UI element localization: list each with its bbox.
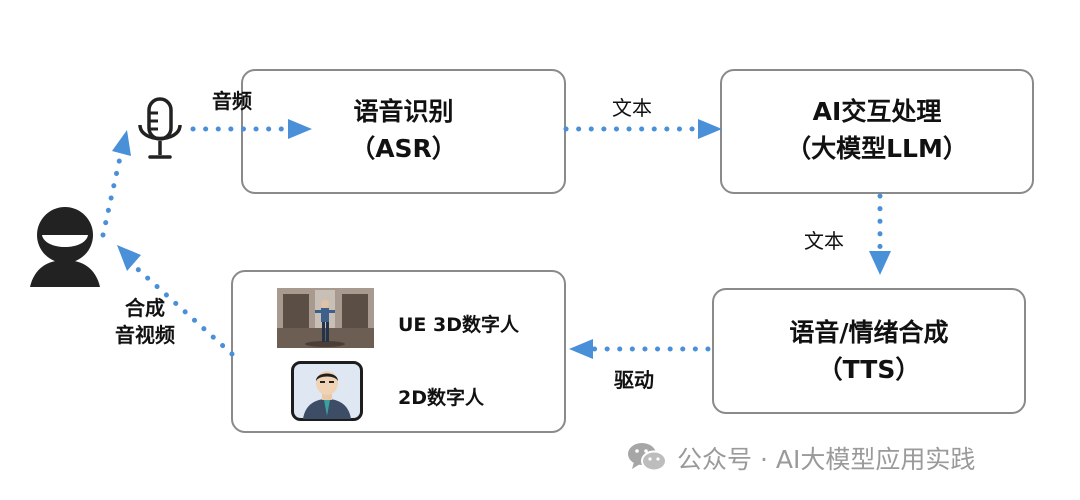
asr-box: 语音识别 （ASR） (241, 69, 566, 194)
2d-avatar-thumbnail (291, 361, 363, 421)
tts-subtitle: （TTS） (817, 355, 921, 384)
arrowhead-avatar-to-user (117, 245, 141, 271)
wechat-icon (628, 443, 667, 472)
microphone-icon (138, 97, 182, 159)
arrow-user-to-mic (100, 150, 124, 238)
asr-title: 语音识别 (353, 97, 454, 126)
avatar-box: UE 3D数字人 2D数字人 (231, 270, 566, 433)
llm-title: AI交互处理 (812, 97, 942, 126)
label-audio: 音频 (212, 89, 252, 113)
label-text-top: 文本 (612, 96, 652, 120)
arrowhead-tts-to-avatar (569, 339, 593, 359)
watermark-text: 公众号 · AI大模型应用实践 (677, 445, 976, 474)
user-icon (30, 207, 100, 287)
label-synth-av: 合成 音视频 (105, 295, 185, 349)
ue-3d-avatar-thumbnail (277, 288, 374, 348)
ue-3d-avatar-label: UE 3D数字人 (398, 314, 520, 336)
llm-box: AI交互处理 （大模型LLM） (720, 69, 1034, 194)
arrowhead-asr-to-llm (698, 119, 722, 139)
label-drive: 驱动 (614, 368, 654, 392)
arrowhead-llm-to-tts (869, 251, 891, 275)
arrowhead-user-to-mic (112, 130, 131, 156)
tts-title: 语音/情绪合成 (789, 318, 949, 347)
2d-avatar-label: 2D数字人 (398, 387, 484, 409)
llm-subtitle: （大模型LLM） (786, 134, 968, 163)
label-text-right: 文本 (804, 229, 844, 253)
label-av: 音视频 (115, 323, 175, 347)
asr-subtitle: （ASR） (350, 134, 457, 163)
label-synth: 合成 (125, 296, 165, 320)
tts-box: 语音/情绪合成 （TTS） (712, 288, 1026, 414)
